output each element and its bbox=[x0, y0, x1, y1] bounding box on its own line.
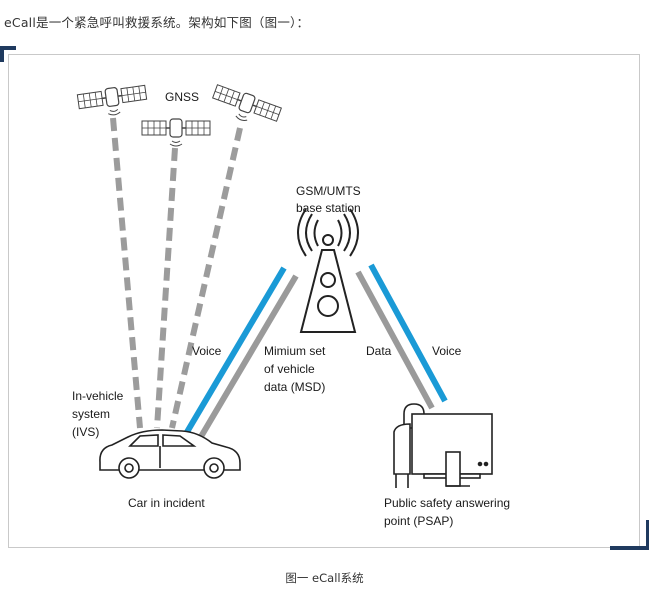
satellite-icon bbox=[208, 82, 283, 133]
satellite-icon bbox=[76, 82, 149, 121]
gnss-signal-beams bbox=[110, 117, 243, 429]
ivs-label-line2: system bbox=[72, 407, 110, 421]
figure-caption: 图一 eCall系统 bbox=[285, 571, 364, 585]
voice-link-right bbox=[368, 263, 448, 403]
ivs-label-line3: (IVS) bbox=[72, 425, 99, 439]
car-label: Car in incident bbox=[128, 496, 205, 510]
psap-label-line1: Public safety answering bbox=[384, 496, 510, 510]
gnss-beam-1 bbox=[110, 117, 143, 429]
base-station-tower-icon bbox=[297, 208, 359, 333]
voice-left-label: Voice bbox=[192, 344, 222, 358]
voice-right-label: Voice bbox=[432, 344, 462, 358]
station-label-line1: GSM/UMTS bbox=[296, 184, 361, 198]
gnss-beam-2 bbox=[154, 147, 178, 429]
data-label: Data bbox=[366, 344, 392, 358]
msd-label-line2: of vehicle bbox=[264, 362, 315, 376]
data-link-right bbox=[355, 270, 435, 410]
psap-operator-icon bbox=[393, 403, 493, 488]
frame-corner-top-left bbox=[0, 46, 16, 50]
msd-link-left bbox=[196, 274, 299, 442]
msd-label-line1: Mimium set bbox=[264, 344, 326, 358]
gnss-beam-3 bbox=[169, 127, 243, 429]
frame-corner-bottom-right-vertical bbox=[646, 520, 649, 550]
frame-corner-top-left-vertical bbox=[0, 46, 4, 62]
msd-label-line3: data (MSD) bbox=[264, 380, 325, 394]
voice-link-left bbox=[184, 266, 287, 434]
psap-label-line2: point (PSAP) bbox=[384, 514, 453, 528]
station-psap-links bbox=[355, 263, 448, 410]
ivs-label-line1: In-vehicle bbox=[72, 389, 124, 403]
frame-corner-bottom-right bbox=[610, 546, 649, 550]
satellite-icon bbox=[141, 118, 211, 147]
station-label-line2: base station bbox=[296, 201, 361, 215]
intro-text: eCall是一个紧急呼叫救援系统。架构如下图（图一）： bbox=[4, 15, 310, 30]
car-icon bbox=[99, 429, 241, 479]
gnss-label: GNSS bbox=[165, 90, 199, 104]
car-station-links bbox=[184, 266, 299, 442]
